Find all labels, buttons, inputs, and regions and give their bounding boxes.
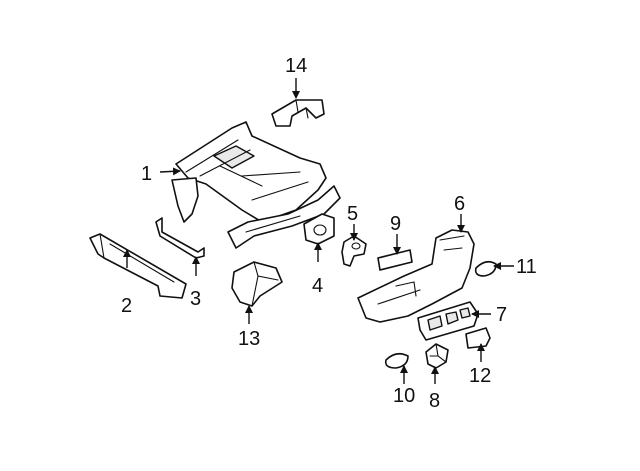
part-3-wire-bracket — [155, 217, 205, 259]
callout-10: 10 — [393, 385, 415, 407]
part-11-knob-cap — [474, 260, 497, 277]
callout-8: 8 — [429, 390, 440, 412]
callout-4: 4 — [312, 275, 323, 297]
part-4-bezel — [303, 213, 335, 245]
part-8-switch-knob — [425, 343, 449, 369]
callout-14: 14 — [285, 55, 307, 77]
part-14-cover — [271, 99, 325, 127]
part-10-oval-button — [384, 352, 409, 369]
callout-13: 13 — [238, 328, 260, 350]
callout-9: 9 — [390, 213, 401, 235]
callout-7: 7 — [496, 304, 507, 326]
leader-1 — [159, 167, 181, 176]
callout-2: 2 — [121, 295, 132, 317]
part-5-knob — [341, 235, 367, 267]
part-7-switch-panel — [417, 301, 479, 341]
callout-5: 5 — [347, 203, 358, 225]
callout-3: 3 — [190, 288, 201, 310]
part-9-switch-strip — [377, 249, 413, 271]
part-1-seat-frame — [171, 121, 341, 249]
part-12-small-trim — [465, 327, 491, 349]
part-6-side-shield — [357, 229, 475, 323]
callout-6: 6 — [454, 193, 465, 215]
callout-12: 12 — [469, 365, 491, 387]
part-13-trim-block — [231, 261, 283, 307]
callout-1: 1 — [141, 163, 152, 185]
callout-11: 11 — [516, 256, 537, 278]
